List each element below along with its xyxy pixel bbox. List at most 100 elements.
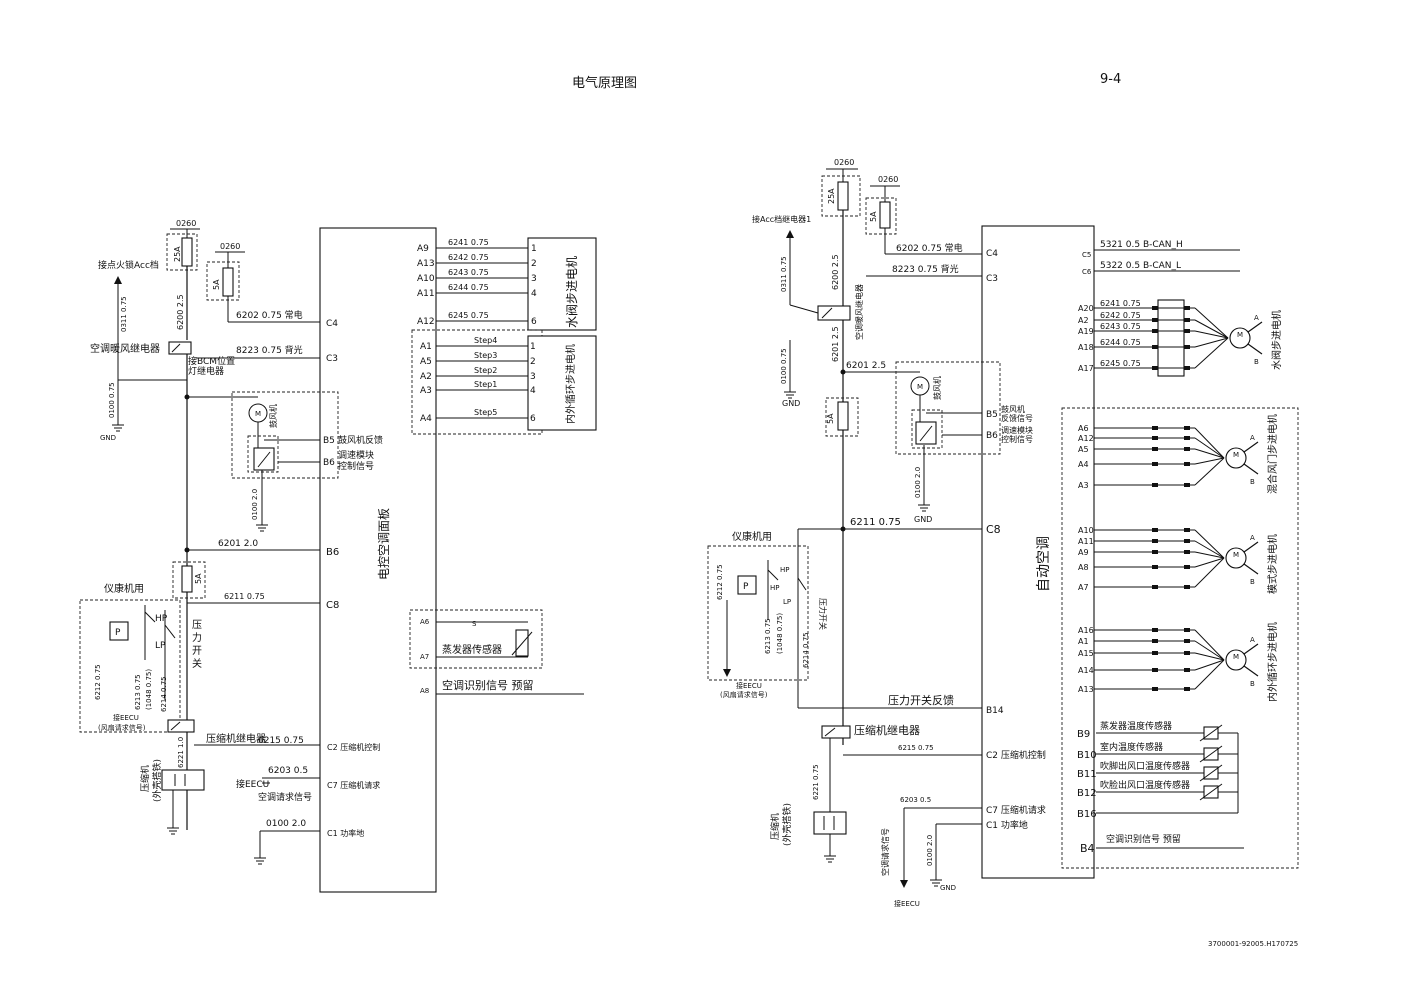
compressor-relay xyxy=(821,725,851,739)
acc-label: 接点火锁Acc档 xyxy=(98,259,159,271)
wire-label: 8223 0.75 背光 xyxy=(892,263,959,275)
wire-label: Step5 xyxy=(474,408,497,417)
wire-label: 6200 2.5 xyxy=(831,254,840,290)
blower-frame xyxy=(895,361,1001,455)
pin-label: A11 xyxy=(417,289,435,299)
wire-label: 6200 2.5 xyxy=(176,294,185,330)
wire xyxy=(1194,540,1225,559)
wire-label: 0100 0.75 xyxy=(780,348,788,384)
eecu-label: (风扇请求信号) xyxy=(720,690,768,699)
terminal xyxy=(1184,366,1190,370)
fuse-label: 25A xyxy=(173,246,182,262)
eecu-label: 接EECU xyxy=(236,778,269,790)
wire-label: 0100 0.75 xyxy=(108,382,116,418)
page-number: 9-4 xyxy=(1100,72,1122,87)
pin-number: 4 xyxy=(531,289,537,299)
coil xyxy=(1247,343,1263,355)
wire xyxy=(1194,551,1225,559)
coil xyxy=(1243,441,1259,453)
terminal xyxy=(1184,306,1190,310)
terminal xyxy=(1184,687,1190,691)
wire xyxy=(1194,427,1225,459)
coil-a-label: A xyxy=(1254,314,1259,322)
wire xyxy=(1194,457,1225,486)
wire-label: 6203 0.5 xyxy=(268,766,308,776)
blower-label: 鼓风机 xyxy=(932,376,942,400)
wire-label: 6245 0.75 xyxy=(448,311,489,320)
terminal xyxy=(1184,426,1190,430)
pin-desc: 调速模块 xyxy=(338,449,374,461)
terminal xyxy=(1184,436,1190,440)
stepper-motor-icon xyxy=(1225,447,1247,469)
terminal xyxy=(1184,628,1190,632)
pin-label: A4 xyxy=(420,414,432,424)
pin-label: C3 xyxy=(986,274,998,284)
pin-label: A10 xyxy=(417,274,435,284)
terminal xyxy=(1184,345,1190,349)
pin-label: C8 xyxy=(326,600,339,611)
pin-label: A2 xyxy=(420,372,432,382)
wire-label: (1048 0.75) xyxy=(776,613,784,654)
eecu-label: 接EECU xyxy=(113,713,139,722)
wire-label: 6215 0.75 xyxy=(258,736,304,746)
wire-label: 0260 xyxy=(878,175,898,184)
fuse-5a xyxy=(837,401,849,431)
evap-frame xyxy=(409,609,543,669)
terminal xyxy=(1152,426,1158,430)
pin-desc: C2 压缩机控制 xyxy=(986,749,1046,761)
pin-label: A6 xyxy=(420,618,430,626)
gnd-label: GND xyxy=(100,434,116,442)
bcm-label: 灯继电器 xyxy=(188,365,224,377)
wire-label: 6202 0.75 常电 xyxy=(236,309,303,321)
s-label: S xyxy=(472,620,477,628)
pin-label: A20 xyxy=(1078,304,1094,313)
motor-label: 内外循环步进电机 xyxy=(564,344,577,424)
wire-label: 0311 0.75 xyxy=(780,256,788,292)
pin-label: A8 xyxy=(420,687,429,695)
pin-desc: 反馈信号 xyxy=(1001,413,1033,423)
terminal xyxy=(1152,447,1158,451)
blower-label: 鼓风机 xyxy=(268,404,278,428)
terminal xyxy=(1184,329,1190,333)
terminal xyxy=(1152,483,1158,487)
stepper-motor-icon xyxy=(1229,327,1251,349)
psw-label: 压力开关 xyxy=(818,598,828,630)
wire xyxy=(1194,319,1229,339)
terminal xyxy=(1152,565,1158,569)
terminal xyxy=(1152,436,1158,440)
terminal xyxy=(1152,639,1158,643)
pin-label: A10 xyxy=(1078,526,1094,535)
stepper-motor-icon xyxy=(1225,547,1247,569)
coil-a-label: A xyxy=(1250,636,1255,644)
wire-label: 6221 1.0 xyxy=(177,737,185,768)
gnd-label: GND xyxy=(782,399,800,408)
gnd-label: GND xyxy=(940,884,956,892)
wire-label: 0260 xyxy=(220,242,240,251)
wire-label: 6212 0.75 xyxy=(94,664,102,700)
pin-label: C6 xyxy=(1082,268,1092,276)
pin-desc: 控制信号 xyxy=(338,460,374,472)
fuse-25a-frame xyxy=(166,233,198,271)
wire-label: 0100 2.0 xyxy=(251,489,259,520)
coil-b-label: B xyxy=(1250,478,1255,486)
terminal xyxy=(1184,550,1190,554)
pin-label: A9 xyxy=(1078,548,1089,557)
terminal xyxy=(1152,539,1158,543)
terminal xyxy=(1152,585,1158,589)
terminal xyxy=(1184,447,1190,451)
left-panel-label: 电控空调面板 xyxy=(377,508,391,580)
pin-label: A4 xyxy=(1078,460,1089,469)
pin-label: A12 xyxy=(417,317,435,327)
pin-desc: 控制信号 xyxy=(1001,434,1033,444)
wire-label: 5321 0.5 B-CAN_H xyxy=(1100,240,1183,250)
terminal xyxy=(1152,345,1158,349)
fuse-label: 5A xyxy=(869,211,878,222)
coil-b-label: B xyxy=(1250,578,1255,586)
wire-label: 0260 xyxy=(176,219,196,228)
hp-label: HP xyxy=(155,614,168,624)
wire xyxy=(1194,437,1225,459)
pin-label: A5 xyxy=(420,357,432,367)
wire-label: 6215 0.75 xyxy=(898,744,934,752)
compressor-label: (外壳搭铁) xyxy=(151,759,163,802)
